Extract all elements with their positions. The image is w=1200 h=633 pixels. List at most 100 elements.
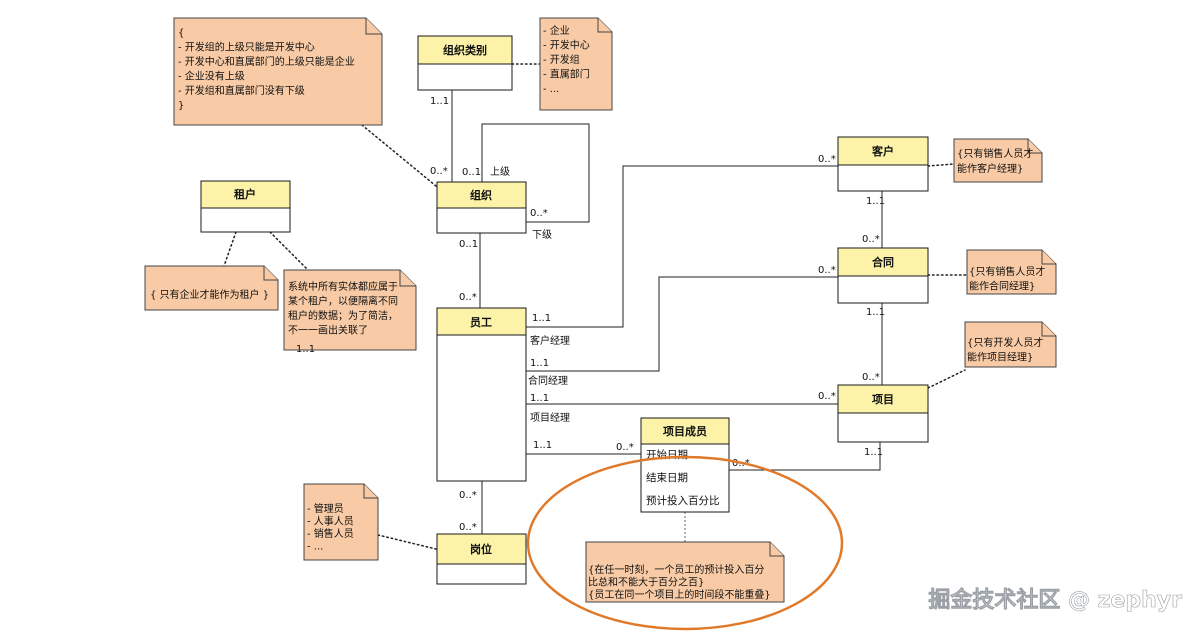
mult-org-category-side: 0..*: [430, 166, 448, 177]
class-org-category[interactable]: 组织类别: [417, 35, 513, 91]
connector-org-rules: [361, 124, 437, 187]
note-tenant-rule-text: { 只有企业才能作为租户 }: [150, 288, 269, 301]
member-attr-end-date: 结束日期: [646, 471, 688, 484]
mult-project-member-project: 1..1: [864, 447, 883, 458]
mult-customer-manager: 1..1: [532, 313, 551, 324]
position-types-line: - ...: [307, 542, 323, 553]
role-superior: 上级: [490, 166, 510, 178]
tenant-data-line: 不一一画出关联了: [288, 324, 368, 337]
customer-rule-line: {只有销售人员才: [957, 147, 1033, 160]
note-tenant-rule: { 只有企业才能作为租户 }: [144, 265, 279, 311]
class-org[interactable]: 组织: [436, 181, 527, 234]
member-rules-line: {在任一时刻，一个员工的预计投入百分: [588, 563, 764, 576]
assoc-employee-contract: [526, 276, 838, 372]
mult-tenant-data: 1..1: [296, 344, 315, 355]
class-org-category-title: 组织类别: [443, 43, 487, 57]
mult-customer: 0..*: [818, 154, 836, 165]
class-contract[interactable]: 合同: [837, 247, 929, 304]
org-types-line: - 开发组: [543, 53, 580, 66]
mult-contract: 0..*: [818, 265, 836, 276]
mult-org-employee-org: 0..1: [459, 239, 478, 250]
mult-org-employee-employee: 0..*: [459, 292, 477, 303]
class-tenant[interactable]: 租户: [200, 180, 291, 233]
mult-customer-contract-bottom: 0..*: [862, 234, 880, 245]
role-project-manager: 项目经理: [530, 411, 570, 424]
mult-contract-project-top: 1..1: [866, 307, 885, 318]
class-contract-title: 合同: [872, 255, 894, 269]
contract-rule-line: {只有销售人员才: [969, 265, 1045, 278]
highlight-ellipse: [526, 455, 844, 631]
watermark: 掘金技术社区 @ zephyr: [928, 587, 1182, 613]
org-rules-line: - 开发中心和直属部门的上级只能是企业: [178, 55, 355, 68]
note-position-types: - 管理员- 人事人员- 销售人员 - ...: [303, 483, 379, 561]
role-customer-manager: 客户经理: [530, 334, 570, 347]
role-subordinate: 下级: [532, 229, 552, 241]
position-types-line: - 销售人员: [307, 527, 354, 540]
org-rules-line: {: [178, 28, 184, 39]
note-org-types: - 企业 - 开发中心- 开发组 - 直属部门 - ...: [539, 17, 613, 111]
assoc-employee-customer: [526, 165, 838, 328]
org-rules-line: - 开发组的上级只能是开发中心: [178, 41, 315, 54]
class-employee[interactable]: 员工: [436, 307, 527, 482]
class-project-member-title: 项目成员: [663, 424, 707, 438]
note-org-rules: { - 开发组的上级只能是开发中心- 开发中心和直属部门的上级只能是企业 - 企业没…: [173, 17, 383, 126]
tenant-data-line: 租户的数据；为了简洁，: [288, 309, 398, 322]
class-customer[interactable]: 客户: [837, 136, 929, 192]
connector-tenant-rule: [223, 231, 237, 267]
tenant-data-line: 某个租户，以便隔离不同: [288, 295, 398, 308]
org-types-line: - 企业: [543, 24, 570, 37]
tenant-data-line: 系统中所有实体都应属于: [288, 280, 398, 293]
class-position[interactable]: 岗位: [436, 533, 527, 585]
mult-subordinate: 0..*: [530, 208, 548, 219]
org-types-line: - 直属部门: [543, 68, 590, 81]
mult-contract-project-bottom: 0..*: [862, 372, 880, 383]
project-rule-line: {只有开发人员才: [967, 336, 1043, 349]
org-types-line: - ...: [543, 84, 559, 95]
class-employee-title: 员工: [470, 316, 492, 329]
mult-employee-position-top: 0..*: [459, 490, 477, 501]
org-rules-line: - 开发组和直属部门没有下级: [178, 84, 305, 97]
mult-member-employee: 0..*: [616, 442, 634, 453]
note-connectors: [223, 63, 968, 550]
association-lines: [451, 90, 883, 534]
role-contract-manager: 合同经理: [528, 374, 568, 387]
connector-position-types: [377, 534, 437, 550]
member-rules-line: 比总和不能大于百分之百}: [588, 576, 704, 589]
org-rules-line: }: [178, 101, 184, 112]
class-tenant-title: 租户: [234, 187, 256, 201]
org-rules-line: - 企业没有上级: [178, 70, 245, 83]
class-position-title: 岗位: [470, 542, 492, 556]
class-org-title: 组织: [470, 188, 492, 202]
contract-rule-line: 能作合同经理}: [969, 280, 1035, 293]
connector-project-rule: [927, 369, 966, 389]
org-types-line: - 开发中心: [543, 39, 590, 52]
mult-customer-contract-top: 1..1: [866, 196, 885, 207]
class-customer-title: 客户: [871, 144, 894, 158]
position-types-line: - 人事人员: [307, 515, 354, 528]
class-project[interactable]: 项目: [837, 384, 929, 443]
mult-category-side: 1..1: [430, 96, 449, 107]
mult-project: 0..*: [818, 391, 836, 402]
mult-employee-position-bottom: 0..*: [459, 522, 477, 533]
customer-rule-line: 能作客户经理}: [957, 162, 1023, 175]
assoc-member-project: [729, 442, 881, 471]
member-rules-line: {员工在同一个项目上的时间段不能重叠}: [588, 588, 771, 601]
project-rule-line: 能作项目经理}: [967, 351, 1033, 364]
mult-contract-manager: 1..1: [530, 358, 549, 369]
class-project-title: 项目: [872, 393, 894, 406]
connector-customer-rule: [927, 163, 955, 167]
mult-superior: 0..1: [462, 167, 481, 178]
note-member-rules: {在任一时刻，一个员工的预计投入百分比总和不能大于百分之百}{员工在同一个项目上…: [585, 541, 785, 603]
mult-project-manager: 1..1: [530, 393, 549, 404]
assoc-org-self: [481, 123, 590, 223]
member-attr-percentage: 预计投入百分比: [646, 494, 720, 507]
position-types-line: - 管理员: [307, 502, 344, 515]
class-project-member[interactable]: 项目成员 开始日期 结束日期 预计投入百分比: [640, 417, 730, 513]
mult-employee-member: 1..1: [533, 440, 552, 451]
association-labels: 1..1 0..* 0..1 上级 0..* 下级 0..1 0..* 1..1…: [296, 96, 885, 533]
